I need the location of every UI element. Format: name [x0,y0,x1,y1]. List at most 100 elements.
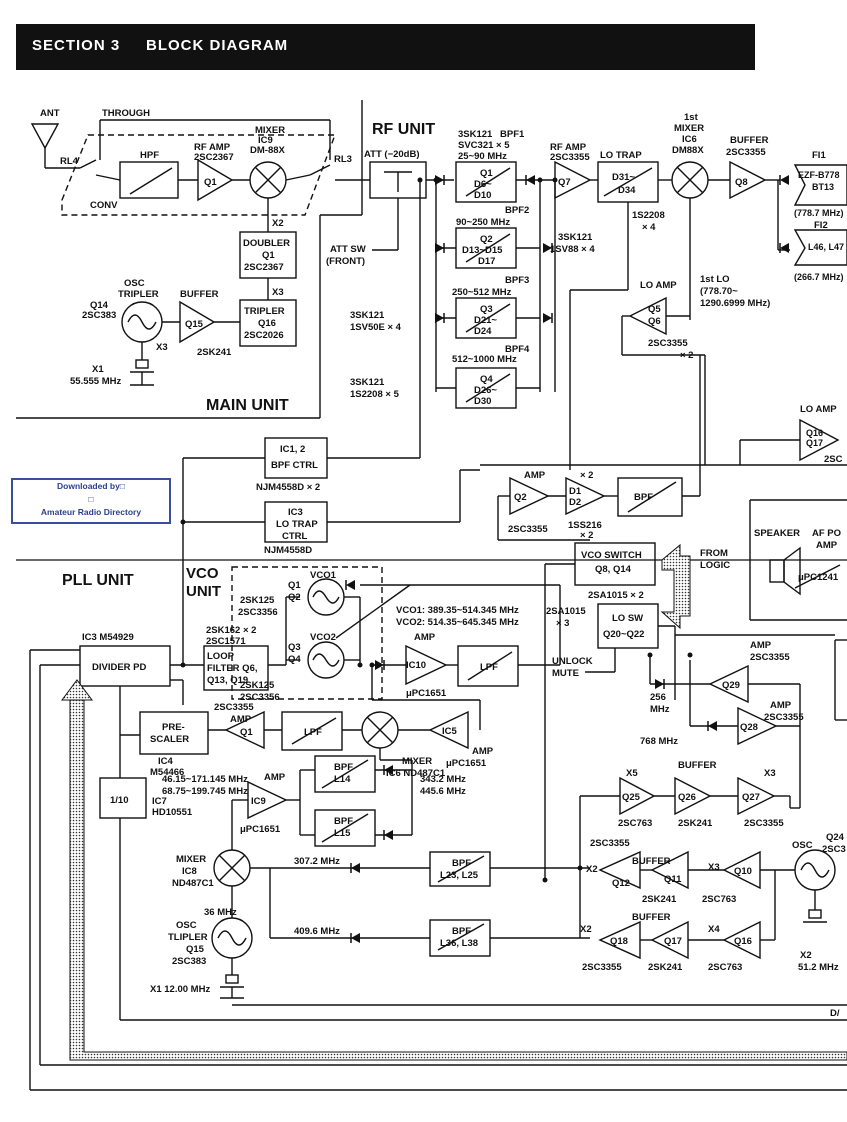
label-q29-a: AMP [750,640,772,651]
label-bpf-right: BPF [634,492,653,503]
label-vco1-f: VCO1: 389.35~514.345 MHz [396,605,519,616]
label-fi1-b: BT13 [812,182,834,192]
label-x2d: X2 [800,950,812,961]
label-q10: Q10 [734,866,752,877]
label-lotrap-b: D34 [618,185,636,196]
vco-unit-title-l1: VCO [186,565,219,582]
label-ic5-b: AMP [472,746,494,757]
label-d1d2-a: 1SS216 [568,520,602,531]
badge-line-2: □ [88,494,94,504]
label-bpfl15-b: L15 [334,828,351,839]
label-osctrip-b: TRIPLER [118,289,159,300]
label-q26b: 2SK241 [678,818,713,829]
label-rfamp1-a: RF AMP [194,142,231,153]
label-osc2-d: 2SC383 [172,956,206,967]
label-bpfl23-b: L23, L25 [440,870,479,881]
label-afpo: AF PO [812,528,841,539]
label-loamp1-b: 2SC3355 [648,338,688,349]
label-osctrip-d: 2SC383 [82,310,116,321]
label-mixer1-a: MIXER [255,125,285,136]
label-bpfq2-b: D13~D15 [462,245,503,256]
label-rl3: RL3 [334,154,352,165]
label-through: THROUGH [102,108,150,119]
label-f307: 307.2 MHz [294,856,340,867]
label-sw3-a: 3SK121 [558,232,593,243]
label-pre-a: PRE- [162,722,185,733]
label-bpfl36-a: BPF [452,926,471,937]
label-q24: Q24 [826,832,845,843]
label-q29-b: 2SC3355 [750,652,790,663]
label-ic5-c: μPC1651 [446,758,487,769]
label-bpfl23-a: BPF [452,858,471,869]
label-x3a: X3 [272,287,284,298]
label-ic10-b: IC10 [406,660,426,671]
label-x3c: X3 [764,768,776,779]
label-osctrip-c: Q14 [90,300,109,311]
label-sk162-b: 2SC1571 [206,636,246,647]
label-buf5: BUFFER [632,912,671,923]
label-ic3pll: IC3 M54929 [82,632,134,643]
label-bpfq4-b: D26~ [474,385,497,396]
label-x1c: X1 12.00 MHz [150,984,210,995]
label-mix8-c: ND487C1 [172,878,214,889]
label-osc2-a: OSC [176,920,197,931]
label-loamp2: LO AMP [800,404,837,415]
label-vco-q2: Q2 [288,592,301,603]
label-loamp1-c: × 2 [680,350,693,361]
label-x3d: X3 [708,862,720,873]
label-q7: Q7 [558,177,571,188]
label-rfamp1-b: 2SC2367 [194,152,234,163]
label-x5: X5 [626,768,638,779]
label-fi2-a: L46, L47 [808,242,844,252]
label-osctrip-a: OSC [124,278,145,289]
label-q12: Q12 [612,878,630,889]
label-sw1-b: 1SV50E × 4 [350,322,402,333]
label-vcosw-c: 2SA1015 × 2 [588,590,644,601]
label-loamp2-b: 2SC [824,454,843,465]
label-q25: Q25 [622,792,641,803]
label-x4: X4 [708,924,720,935]
label-doubler-b: Q1 [262,250,275,261]
label-vco-q1: Q1 [288,580,301,591]
label-ic10-c: μPC1651 [406,688,447,699]
label-ic5-a: IC5 [442,726,458,737]
label-lpf2: LPF [304,727,322,738]
label-bpfq2-a: Q2 [480,234,493,245]
label-unlock: UNLOCK [552,656,593,667]
label-losw-a: 2SA1015 [546,606,586,617]
label-doubler-c: 2SC2367 [244,262,284,273]
download-badge[interactable]: Downloaded by□ □ Amateur Radio Directory [11,478,171,524]
label-buffer2-b: 2SC3355 [726,147,766,158]
label-bpf1-a: 3SK121 [458,129,493,140]
label-vco1: VCO1 [310,570,337,581]
label-q5: Q5 [648,304,661,315]
label-q25b: 2SC763 [618,818,652,829]
label-attsw-b: (FRONT) [326,256,365,267]
label-bpfq2-c: D17 [478,256,495,267]
label-lo1-c: 1290.6999 MHz) [700,298,770,309]
label-vcosw-b: Q8, Q14 [595,564,632,575]
label-f256-a: 256 [650,692,666,703]
label-sw2-a: 3SK121 [350,377,385,388]
label-vco-q3: Q3 [288,642,301,653]
label-conv: CONV [90,200,118,211]
label-f409: 409.6 MHz [294,926,340,937]
label-vco-q4: Q4 [288,654,301,665]
label-bpf4-range: 512~1000 MHz [452,354,517,365]
label-ic9-c: μPC1651 [240,824,281,835]
label-q16d: 2SC763 [708,962,742,973]
label-q28-b: 2SC3355 [764,712,804,723]
section-title: BLOCK DIAGRAM [146,37,289,54]
label-amp-a: AMP [524,470,546,481]
label-q28: Q28 [740,722,758,733]
label-bpfq3-b: D21~ [474,315,497,326]
label-q17c: Q17 [664,936,682,947]
label-bpfl15-a: BPF [334,816,353,827]
label-lf-c: Q13, Q19 [207,675,248,686]
label-mixer1-c: DM-88X [250,145,286,156]
label-q1amp-c: Q1 [240,727,253,738]
label-bpf4: BPF4 [505,344,530,355]
label-vco-sc2: 2SC3356 [240,692,280,703]
label-fi2-c: (266.7 MHz) [794,272,844,282]
